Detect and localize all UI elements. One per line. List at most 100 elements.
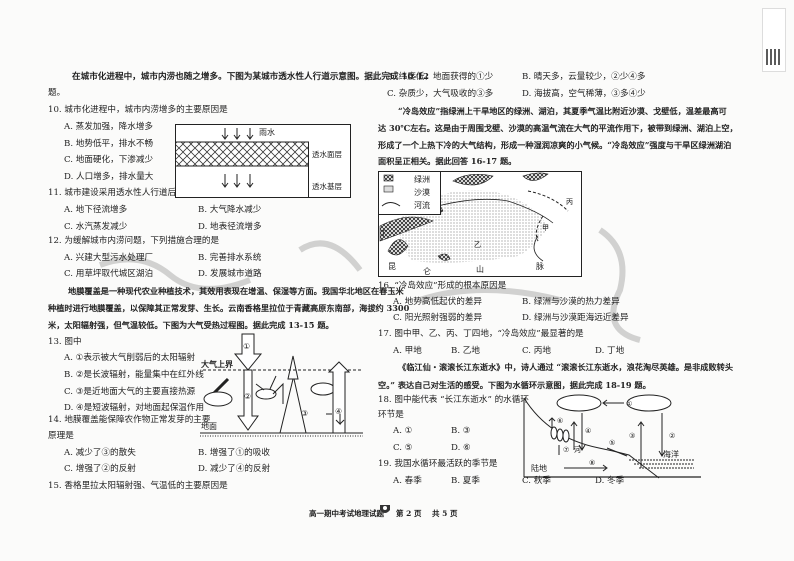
q16-option-b[interactable]: B. 绿洲与沙漠的热力差异 — [522, 297, 620, 307]
place-yi: 乙 — [474, 241, 481, 249]
q18-stem-line1: 18. 图中能代表 “长江东逝水” 的水循环 — [378, 395, 529, 405]
place-jia: 甲 — [542, 224, 549, 232]
q15-option-a[interactable]: A. 纬度低，地面获得的①少 — [387, 72, 494, 82]
q11-option-a[interactable]: A. 地下径流增多 — [64, 205, 128, 215]
base-layer-label: 透水基层 — [312, 181, 342, 191]
q16-option-c[interactable]: C. 阳光照射强弱的差异 — [393, 313, 483, 323]
oasis-map: 绿洲 沙漠 河流 甲 乙 丙 丁 昆 仑 山 脉 — [378, 171, 582, 277]
q18-option-c[interactable]: C. ⑤ — [393, 443, 413, 453]
q18-option-a[interactable]: A. ① — [393, 426, 413, 436]
q12-stem: 12. 为缓解城市内涝问题，下列措施合理的是 — [48, 236, 220, 246]
num-8: ⑧ — [589, 459, 595, 467]
intro-16-17-line2: 达 30℃左右。这是由于周围戈壁、沙漠的高温气流在大气的平流作用下，被带到绿洲、… — [378, 123, 738, 133]
q13-option-d[interactable]: D. ④是短波辐射，对地面起保温作用 — [64, 403, 205, 413]
q11-stem: 11. 城市建设采用透水性人行道后 — [48, 188, 177, 198]
q13-option-a[interactable]: A. ①表示被大气削弱后的太阳辐射 — [64, 353, 196, 363]
q16-option-a[interactable]: A. 地势高低起伏的差异 — [393, 297, 483, 307]
q11-option-b[interactable]: B. 大气降水减少 — [198, 205, 262, 215]
q16-stem: 16. “冷岛效应”形成的根本原因是 — [378, 281, 507, 291]
intro-13-15-line3: 米，太阳辐射强，但气温较低。下图为大气受热过程图。据此完成 13-15 题。 — [48, 320, 334, 330]
label-1: ① — [243, 342, 250, 351]
q18-option-d[interactable]: D. ⑥ — [451, 443, 471, 453]
school-logo-icon — [380, 505, 390, 513]
num-4: ④ — [585, 427, 591, 435]
label-2: ② — [244, 392, 251, 401]
q13-option-b[interactable]: B. ②是长波辐射，能量集中在红外线 — [64, 370, 204, 380]
mountain-char-4: 脉 — [536, 261, 544, 271]
q14-option-b[interactable]: B. 增强了①的吸收 — [198, 448, 270, 458]
water-cycle-figure: ① ② ③ ④ ⑤ ⑥ ⑦ ⑧ 河 陆地 海洋 — [523, 394, 701, 479]
q10-option-c[interactable]: C. 地面硬化，下渗减少 — [64, 155, 154, 165]
legend-river: 河流 — [414, 200, 430, 210]
atmosphere-top-label: 大气上界 — [201, 359, 234, 369]
q12-option-a[interactable]: A. 兴建大型污水处理厂 — [64, 253, 154, 263]
ground-label: 地面 — [201, 421, 217, 431]
q14-option-d[interactable]: D. 减少了④的反射 — [198, 464, 271, 474]
q10-option-d[interactable]: D. 人口增多，排水量大 — [64, 172, 154, 182]
num-6: ⑥ — [557, 417, 563, 425]
mountain-char-1: 昆 — [388, 262, 396, 271]
label-3: ③ — [301, 409, 308, 418]
q15-option-d[interactable]: D. 海拔高，空气稀薄，③多④少 — [522, 89, 646, 99]
q18-option-b[interactable]: B. ③ — [451, 426, 471, 436]
q15-option-b[interactable]: B. 晴天多，云量较少，②少④多 — [522, 72, 646, 82]
intro-18-19-line1: 《临江仙・滚滚长江东逝水》中，诗人通过 “滚滚长江东逝水，浪花淘尽英雄。是非成败… — [398, 362, 734, 372]
q17-option-d[interactable]: D. 丁地 — [595, 346, 625, 356]
q10-stem: 10. 城市化进程中，城市内涝增多的主要原因是 — [48, 105, 228, 115]
intro-10-12-line1: 在城市化进程中，城市内涝也随之增多。下图为某城市透水性人行道示意图。据此完成 1… — [72, 72, 430, 82]
q17-option-b[interactable]: B. 乙地 — [451, 346, 480, 356]
q12-option-c[interactable]: C. 用草坪取代城区湖泊 — [64, 269, 154, 279]
intro-13-15-line1: 地膜覆盖是一种现代农业种植技术，其效用表现在增温、保湿等方面。我国华北地区在春玉… — [68, 286, 404, 296]
place-bing: 丙 — [566, 198, 573, 206]
label-4: ④ — [335, 407, 342, 416]
q18-stem-line2: 环节是 — [378, 410, 404, 420]
q14-option-c[interactable]: C. 增强了②的反射 — [64, 464, 136, 474]
intro-18-19-line2: 空。” 表达自己对生活的感受。下图为水循环示意图，据此完成 18-19 题。 — [378, 380, 651, 390]
intro-10-12-line2: 题。 — [48, 88, 66, 98]
num-5: ⑤ — [609, 439, 615, 447]
q15-stem: 15. 香格里拉太阳辐射强、气温低的主要原因是 — [48, 481, 228, 491]
surface-layer-label: 透水面层 — [312, 149, 342, 159]
q17-option-a[interactable]: A. 甲地 — [393, 346, 422, 356]
q16-option-d[interactable]: D. 绿洲与沙漠距海远近差异 — [522, 313, 629, 323]
land-label: 陆地 — [531, 463, 547, 473]
q14-option-a[interactable]: A. 减少了③的散失 — [64, 448, 136, 458]
river-label: 河 — [574, 446, 581, 454]
q17-option-c[interactable]: C. 丙地 — [522, 346, 551, 356]
q10-option-b[interactable]: B. 地势低平，排水不畅 — [64, 139, 154, 149]
q17-stem: 17. 图中甲、乙、丙、丁四地，“冷岛效应”最显著的是 — [378, 329, 584, 339]
q19-option-c[interactable]: C. 秋季 — [522, 476, 551, 486]
legend-desert: 沙漠 — [414, 187, 430, 197]
q13-stem: 13. 图中 — [48, 337, 82, 347]
num-7: ⑦ — [563, 446, 569, 454]
q12-option-d[interactable]: D. 发展城市道路 — [198, 269, 262, 279]
q10-option-a[interactable]: A. 蒸发加强，降水增多 — [64, 122, 154, 132]
q19-option-d[interactable]: D. 冬季 — [595, 476, 625, 486]
num-1: ① — [626, 400, 632, 408]
qr-code — [762, 8, 786, 72]
q19-stem: 19. 我国水循环最活跃的季节是 — [378, 459, 498, 469]
q14-stem-line2: 原理是 — [48, 431, 74, 441]
q11-option-d[interactable]: D. 地表径流增多 — [198, 222, 262, 232]
footer-total: 共 5 页 — [432, 509, 458, 518]
q11-option-c[interactable]: C. 水汽蒸发减少 — [64, 222, 128, 232]
atmosphere-heating-figure: 大气上界 地面 ① ② ③ ④ — [200, 333, 363, 437]
q13-option-c[interactable]: C. ③是近地面大气的主要直接热源 — [64, 387, 196, 397]
num-2: ② — [669, 432, 675, 440]
footer-page: 第 2 页 — [396, 509, 422, 518]
rain-label: 雨水 — [259, 127, 275, 137]
place-ding: 丁 — [380, 229, 387, 237]
q14-stem-line1: 14. 地膜覆盖能保障农作物正常发芽的主要 — [48, 415, 211, 425]
intro-16-17-line4: 面积呈正相关。据此回答 16-17 题。 — [378, 156, 517, 166]
intro-16-17-line3: 形成了一个上热下冷的大气结构，形成一种湿润凉爽的小气候。“冷岛效应”强度与干旱区… — [378, 140, 732, 150]
mountain-char-2: 仑 — [423, 266, 431, 276]
q19-option-b[interactable]: B. 夏季 — [451, 476, 480, 486]
q15-option-c[interactable]: C. 杂质少，大气吸收的③多 — [387, 89, 494, 99]
q12-option-b[interactable]: B. 完善排水系统 — [198, 253, 262, 263]
legend-oasis: 绿洲 — [414, 175, 430, 184]
intro-16-17-line1: “冷岛效应”指绿洲上干旱地区的绿洲、湖泊，其夏季气温比附近沙漠、戈壁低，温差最高… — [398, 106, 727, 116]
footer-title: 高一期中考试地理试题 — [309, 509, 384, 518]
q19-option-a[interactable]: A. 春季 — [393, 476, 422, 486]
permeable-sidewalk-figure: 雨水 透水面层 透水基层 — [175, 124, 351, 198]
